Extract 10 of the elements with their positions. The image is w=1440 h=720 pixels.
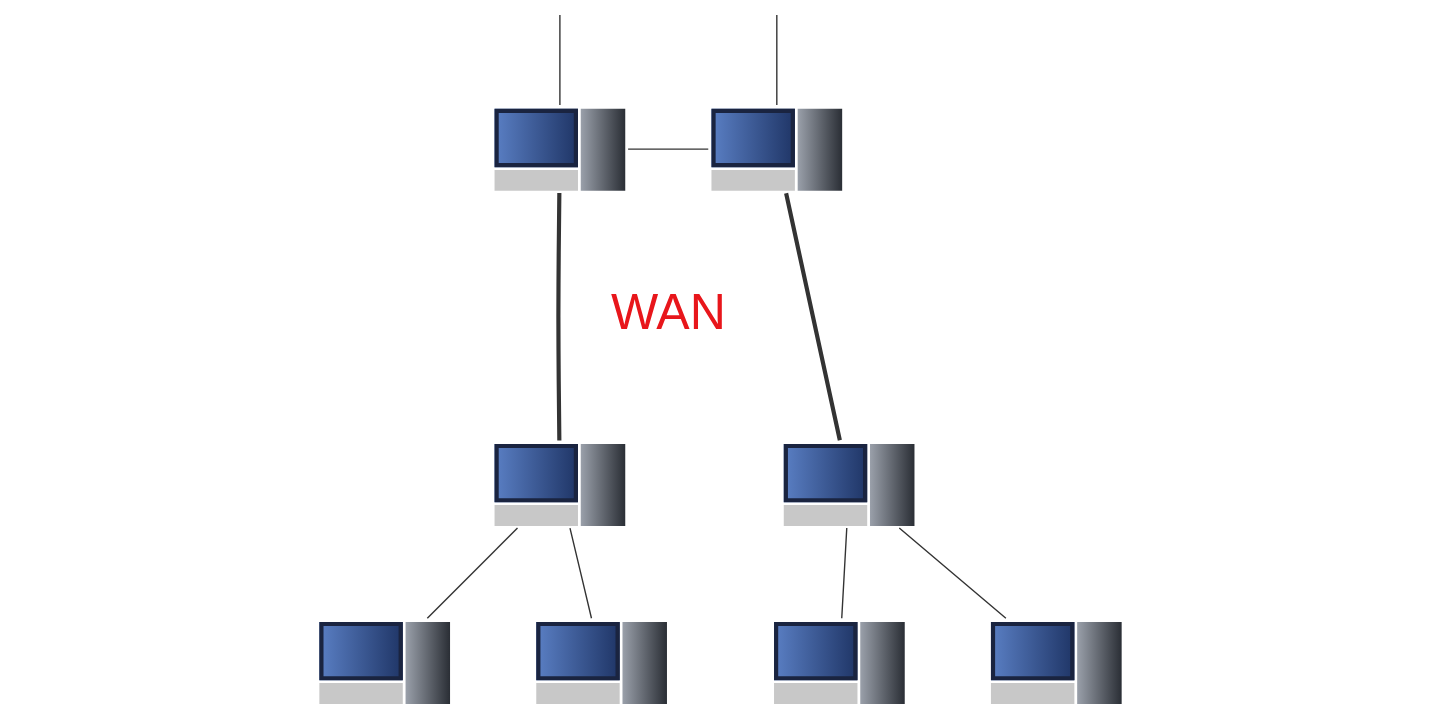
connector [568,527,592,619]
connector [426,527,518,619]
connector [558,14,561,106]
connector [626,148,709,150]
connector [555,192,561,441]
connector [775,14,777,106]
connector [898,527,1007,619]
connector [783,192,842,441]
label: WAN [610,283,726,340]
connector [840,527,847,619]
